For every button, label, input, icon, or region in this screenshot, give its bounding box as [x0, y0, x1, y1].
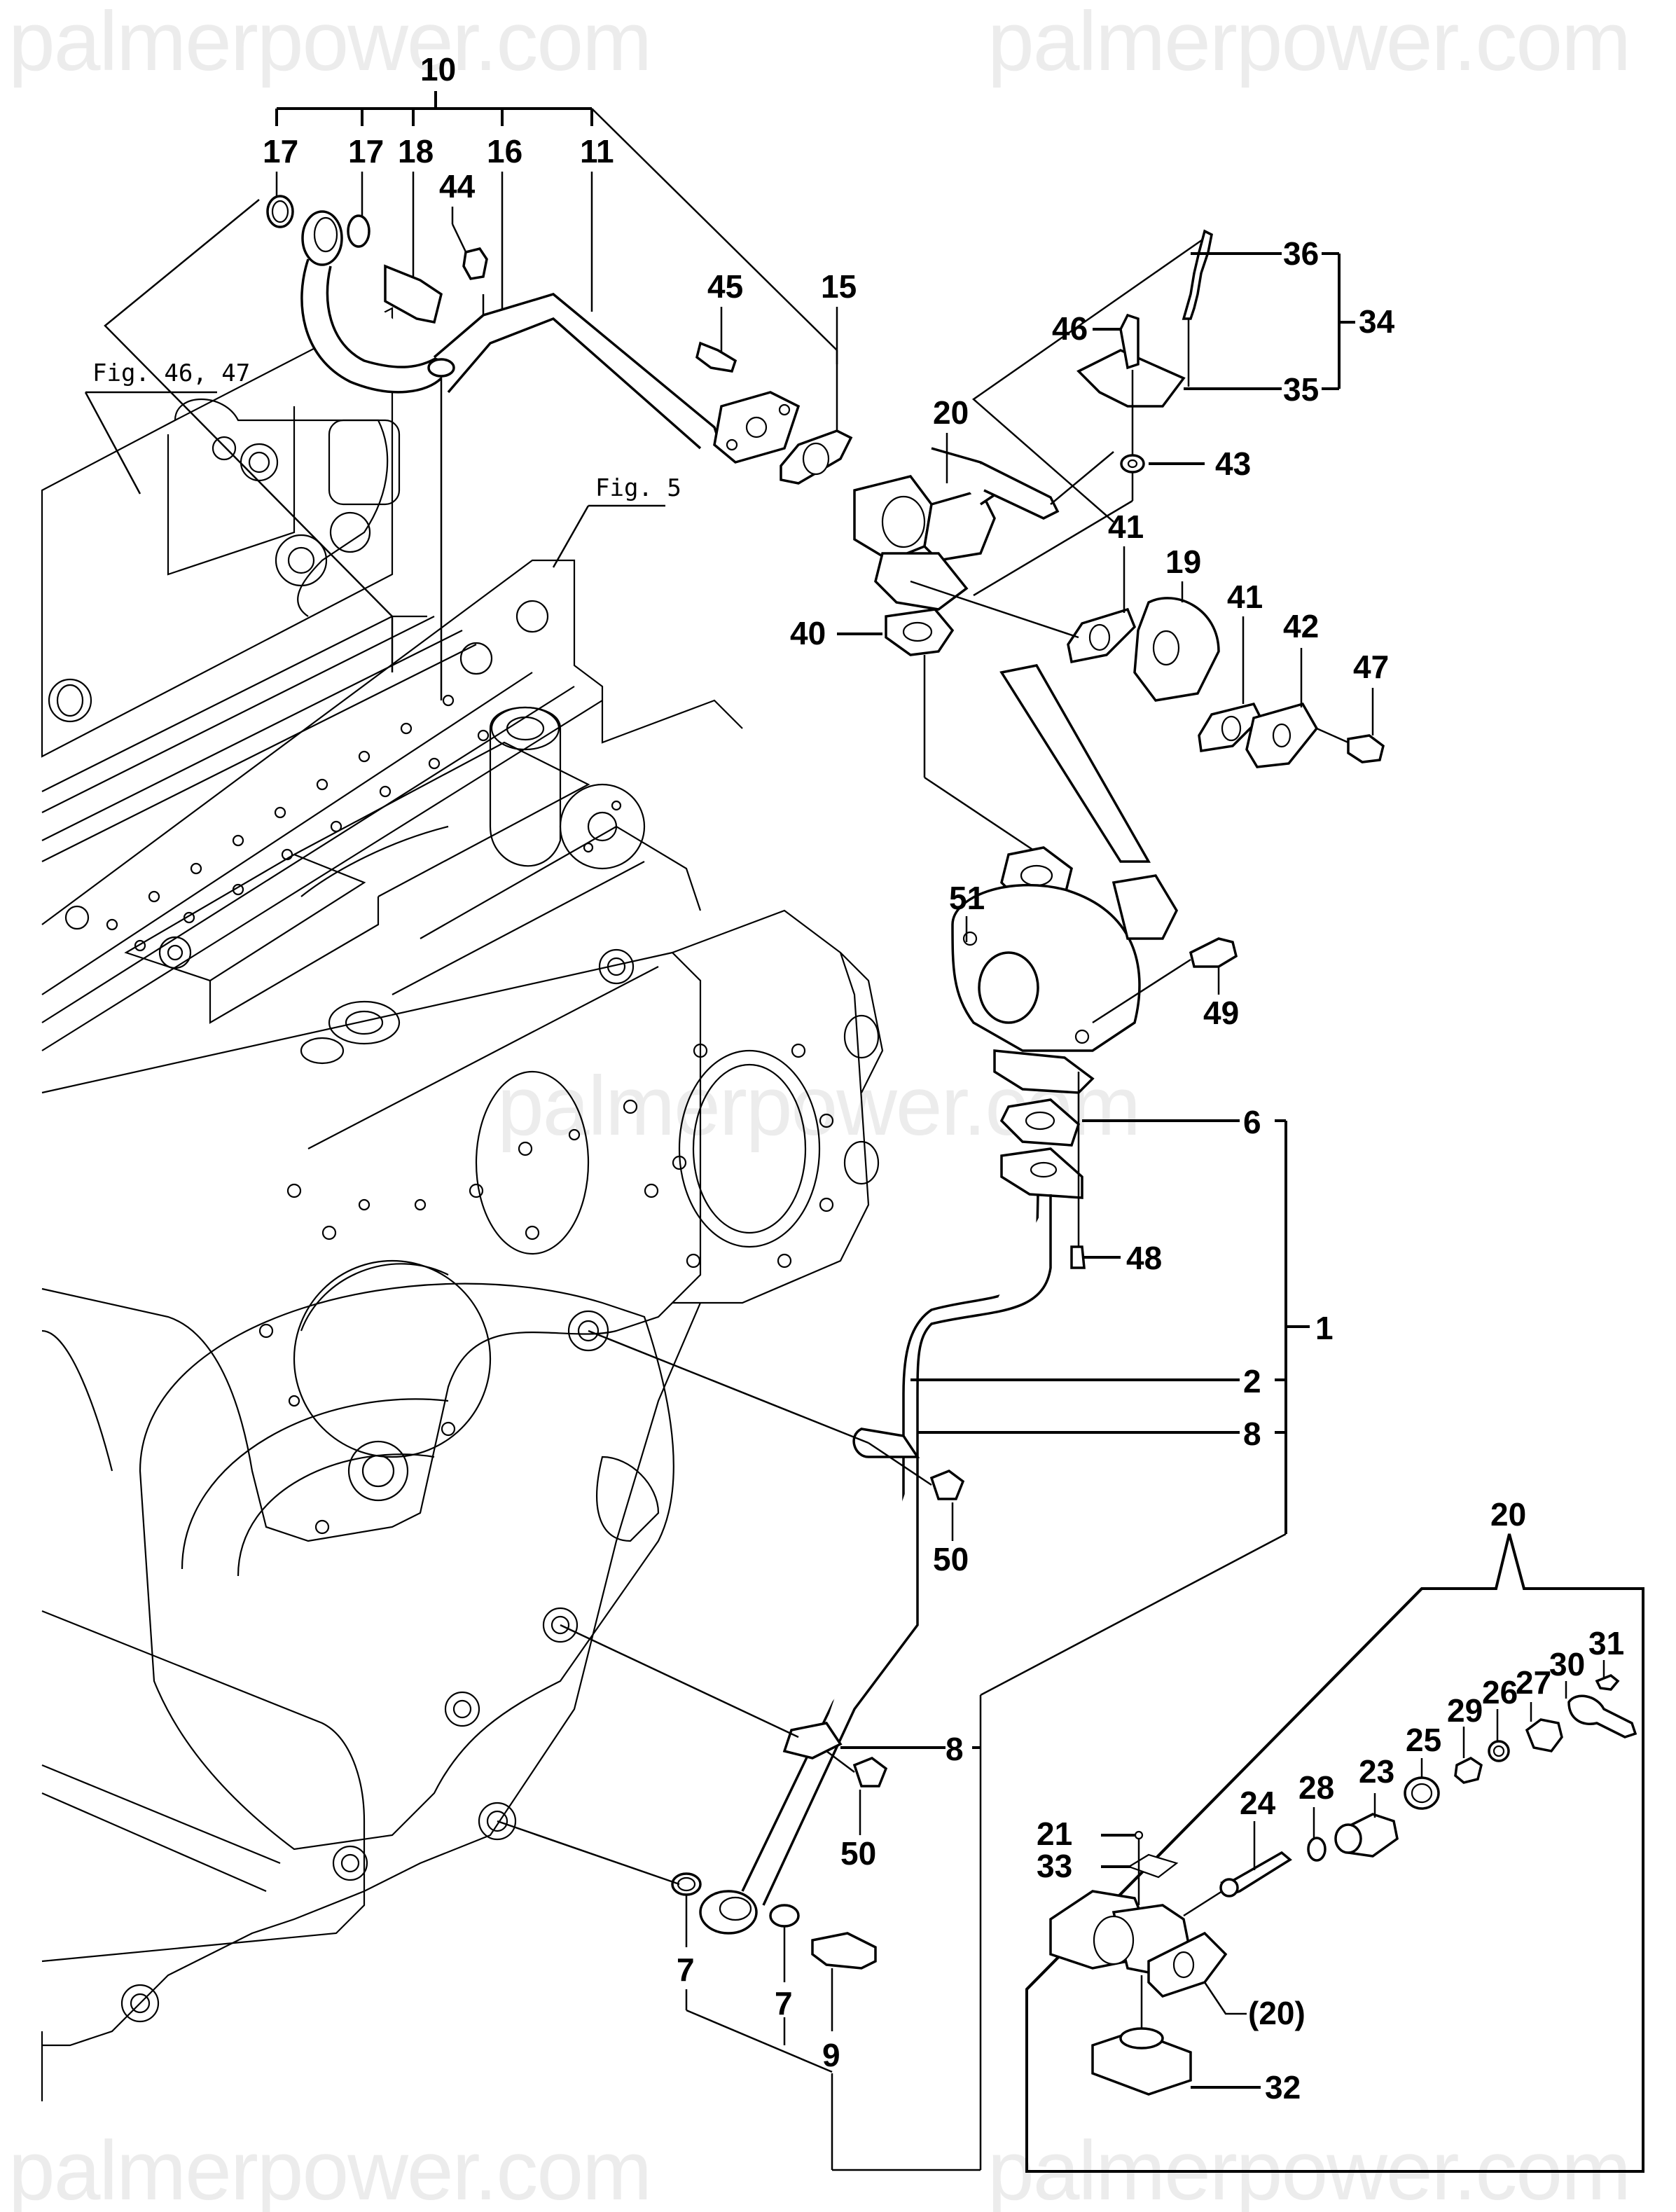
- watermark-top-left: palmerpower.com: [8, 0, 651, 88]
- o-ring-7-b-icon: [769, 1904, 800, 1928]
- fig-46-47-ref: Fig. 46, 47: [92, 359, 250, 387]
- plate-33-icon: [1127, 1853, 1179, 1879]
- bolt-48-icon: [1070, 1245, 1086, 1269]
- callout-50-b: 50: [840, 1835, 876, 1872]
- fig-5-ref: Fig. 5: [595, 474, 681, 502]
- callout-47: 47: [1353, 649, 1389, 685]
- callout-46: 46: [1052, 310, 1088, 347]
- bolt-50-b-icon: [852, 1757, 888, 1788]
- inset-parts: [1049, 1673, 1637, 2096]
- spring-36-icon: [1182, 229, 1213, 320]
- lower-pipe-assembly: [497, 1049, 1095, 1970]
- callout-33: 33: [1037, 1848, 1072, 1884]
- callout-40: 40: [790, 615, 826, 651]
- figure-references: Fig. 46, 47 Fig. 5: [84, 359, 681, 568]
- callout-11: 11: [580, 133, 614, 170]
- callout-34: 34: [1359, 303, 1395, 340]
- callout-41-b: 41: [1227, 579, 1263, 615]
- gear-case-holes: [258, 1099, 659, 1535]
- callout-35: 35: [1283, 371, 1319, 408]
- callout-8-b: 8: [946, 1731, 964, 1767]
- callout-41-a: 41: [1108, 509, 1144, 545]
- watermark-top-right: palmerpower.com: [988, 0, 1630, 88]
- callout-1: 1: [1315, 1310, 1334, 1346]
- bell-housing-holes: [672, 1043, 834, 1269]
- bolt-46-icon: [1119, 313, 1140, 370]
- clamp-8-a-icon: [852, 1428, 920, 1458]
- callout-49: 49: [1203, 995, 1239, 1031]
- upper-pipe-assembly: [266, 195, 853, 485]
- deck-bolt-holes: [64, 600, 549, 952]
- callout-27: 27: [1516, 1664, 1551, 1701]
- bushing-29-icon: [1454, 1756, 1483, 1784]
- callout-24: 24: [1240, 1785, 1276, 1821]
- callout-19: 19: [1165, 544, 1201, 580]
- watermark-bottom-right: palmerpower.com: [988, 2124, 1630, 2212]
- callout-28: 28: [1298, 1769, 1334, 1806]
- lower-leaders: [685, 1119, 1310, 2171]
- banjo-bolt-18-icon: [384, 264, 443, 324]
- callout-17-a: 17: [263, 133, 298, 170]
- o-ring-17-b-icon: [347, 214, 370, 248]
- callout-23: 23: [1359, 1753, 1394, 1790]
- callout-26: 26: [1482, 1674, 1518, 1710]
- callout-20-ref: (20): [1248, 1995, 1306, 2031]
- pump-arm-icon: [999, 664, 1151, 863]
- bolt-49-icon: [1189, 937, 1238, 968]
- callout-51: 51: [949, 880, 985, 916]
- clamp-16-icon: [427, 358, 455, 378]
- callout-50-a: 50: [933, 1541, 969, 1577]
- callout-20: 20: [933, 394, 969, 431]
- bolt-45-icon: [695, 341, 737, 373]
- gasket-stack: [837, 580, 1385, 863]
- bolt-50-a-icon: [929, 1470, 965, 1500]
- callout-32: 32: [1265, 2069, 1301, 2106]
- callout-7-b: 7: [775, 1985, 793, 2021]
- callout-44: 44: [439, 168, 476, 205]
- watermark-bottom-left: palmerpower.com: [8, 2124, 651, 2212]
- bracket-35-icon: [1076, 349, 1186, 408]
- callout-18: 18: [398, 133, 434, 170]
- callout-48: 48: [1126, 1240, 1162, 1276]
- inset-frame: [1025, 1533, 1644, 2173]
- callout-31: 31: [1588, 1625, 1624, 1661]
- callout-45: 45: [707, 268, 743, 305]
- callout-7-a: 7: [677, 1951, 695, 1988]
- callout-10: 10: [420, 51, 456, 88]
- engine-block-drawing: [41, 307, 884, 2101]
- callout-8-a: 8: [1243, 1416, 1261, 1452]
- callout-16: 16: [487, 133, 522, 170]
- inset-title-20: 20: [1490, 1496, 1526, 1533]
- bolt-44-icon: [462, 247, 488, 280]
- callout-6: 6: [1243, 1104, 1261, 1140]
- assembly-10-leaders: [275, 91, 838, 364]
- o-ring-28-icon: [1307, 1837, 1327, 1862]
- callout-2: 2: [1243, 1363, 1261, 1399]
- callout-30: 30: [1549, 1646, 1585, 1682]
- pump-51-group: [951, 664, 1238, 1052]
- callout-42: 42: [1283, 608, 1319, 644]
- callout-15: 15: [821, 268, 857, 305]
- lever-30-icon: [1567, 1694, 1637, 1739]
- rivet-21-icon: [1134, 1830, 1144, 1840]
- inset-leaders: [1101, 1660, 1605, 2089]
- banjo-bolt-9-icon: [811, 1932, 877, 1970]
- callout-21: 21: [1037, 1816, 1072, 1852]
- callout-29: 29: [1447, 1692, 1483, 1729]
- callout-36: 36: [1283, 235, 1319, 272]
- callout-43: 43: [1215, 445, 1251, 482]
- callout-9: 9: [822, 2037, 840, 2073]
- screw-31-icon: [1595, 1673, 1620, 1691]
- watermarks: palmerpower.com palmerpower.com palmerpo…: [8, 0, 1631, 2212]
- bolt-47-icon: [1347, 734, 1385, 763]
- valve-lever-icon: [980, 461, 1060, 520]
- nut-27-icon: [1525, 1718, 1563, 1753]
- callout-25: 25: [1406, 1722, 1441, 1758]
- callout-17-b: 17: [348, 133, 384, 170]
- bracket-34-group: [971, 229, 1355, 597]
- valve-20-group: [853, 447, 1114, 611]
